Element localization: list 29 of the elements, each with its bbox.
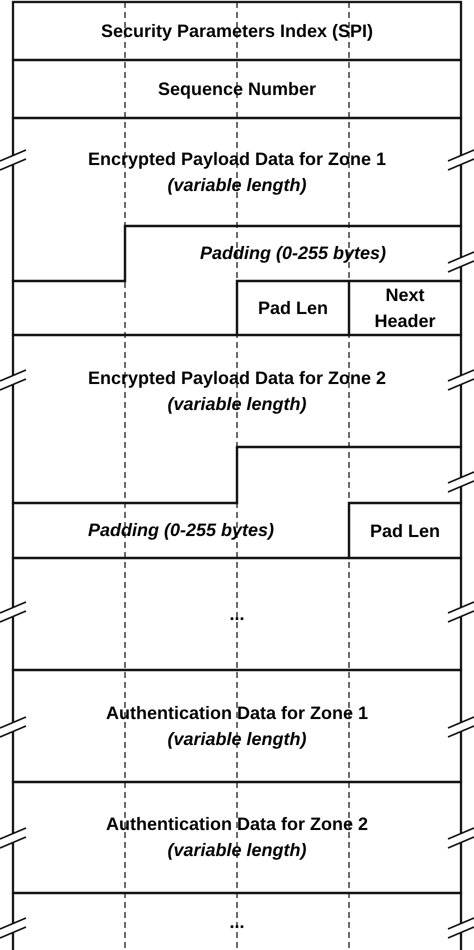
packet-field bbox=[13, 226, 461, 335]
packet-field bbox=[13, 60, 461, 118]
packet-field bbox=[13, 893, 461, 950]
field-name: Next Header bbox=[373, 284, 437, 333]
field-name: Pad Len bbox=[256, 297, 329, 320]
ellipsis: ... bbox=[229, 603, 244, 625]
field-note: Padding (0-255 bytes) bbox=[86, 519, 276, 542]
packet-field bbox=[13, 670, 461, 782]
field-name: Security Parameters Index (SPI) bbox=[100, 20, 374, 43]
packet-field bbox=[13, 2, 461, 60]
field-note: Padding (0-255 bytes) bbox=[198, 242, 388, 265]
field-name: Pad Len bbox=[368, 520, 441, 542]
packet-field bbox=[13, 782, 461, 893]
field-name: Encrypted Payload Data for Zone 2 bbox=[86, 366, 388, 390]
packet-field bbox=[13, 335, 461, 503]
field-name: Encrypted Payload Data for Zone 1 bbox=[86, 148, 388, 171]
field-name: Authentication Data for Zone 2 bbox=[104, 813, 369, 836]
packet-field bbox=[349, 281, 461, 335]
field-note: (variable length) bbox=[166, 392, 308, 416]
packet-field bbox=[237, 281, 349, 335]
packet-field bbox=[13, 447, 461, 558]
field-note: (variable length) bbox=[166, 728, 308, 751]
field-name: Authentication Data for Zone 1 bbox=[104, 702, 369, 724]
field-name: Sequence Number bbox=[156, 78, 318, 101]
packet-field bbox=[349, 503, 461, 558]
field-note: (variable length) bbox=[166, 174, 308, 197]
packet-field bbox=[13, 558, 461, 670]
field-note: (variable length) bbox=[166, 839, 308, 862]
packet-field bbox=[13, 118, 461, 281]
